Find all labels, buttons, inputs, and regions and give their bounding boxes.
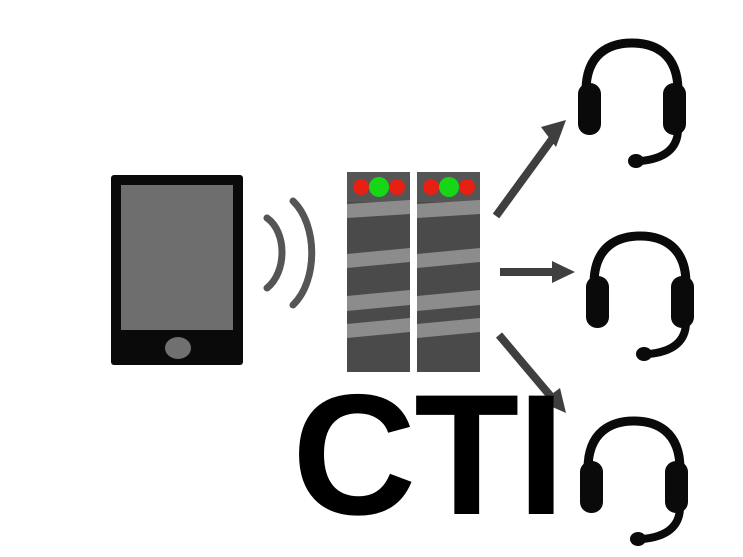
led-red-right-2 (459, 179, 475, 195)
cti-title-text: CTI (292, 359, 565, 551)
phone-home-button (165, 337, 191, 359)
arrow-to-agent-3 (495, 332, 566, 413)
led-red-left-1 (353, 179, 369, 195)
server-rack-right (417, 172, 480, 372)
agent-headset-1 (578, 43, 686, 168)
led-red-right-1 (423, 179, 439, 195)
led-green-left (369, 177, 389, 197)
agent-headset-2 (586, 236, 694, 361)
smartphone (111, 175, 243, 365)
arrow-to-agent-1 (492, 120, 566, 219)
signal-wave-outer (289, 197, 316, 309)
arrow-to-agent-2 (500, 261, 575, 283)
phone-screen (121, 185, 233, 330)
server-rack-left (347, 172, 410, 372)
led-red-left-2 (389, 179, 405, 195)
signal-wave-inner (263, 214, 286, 292)
agent-headset-3 (580, 421, 688, 546)
wireless-signal-waves (263, 197, 316, 309)
led-green-right (439, 177, 459, 197)
